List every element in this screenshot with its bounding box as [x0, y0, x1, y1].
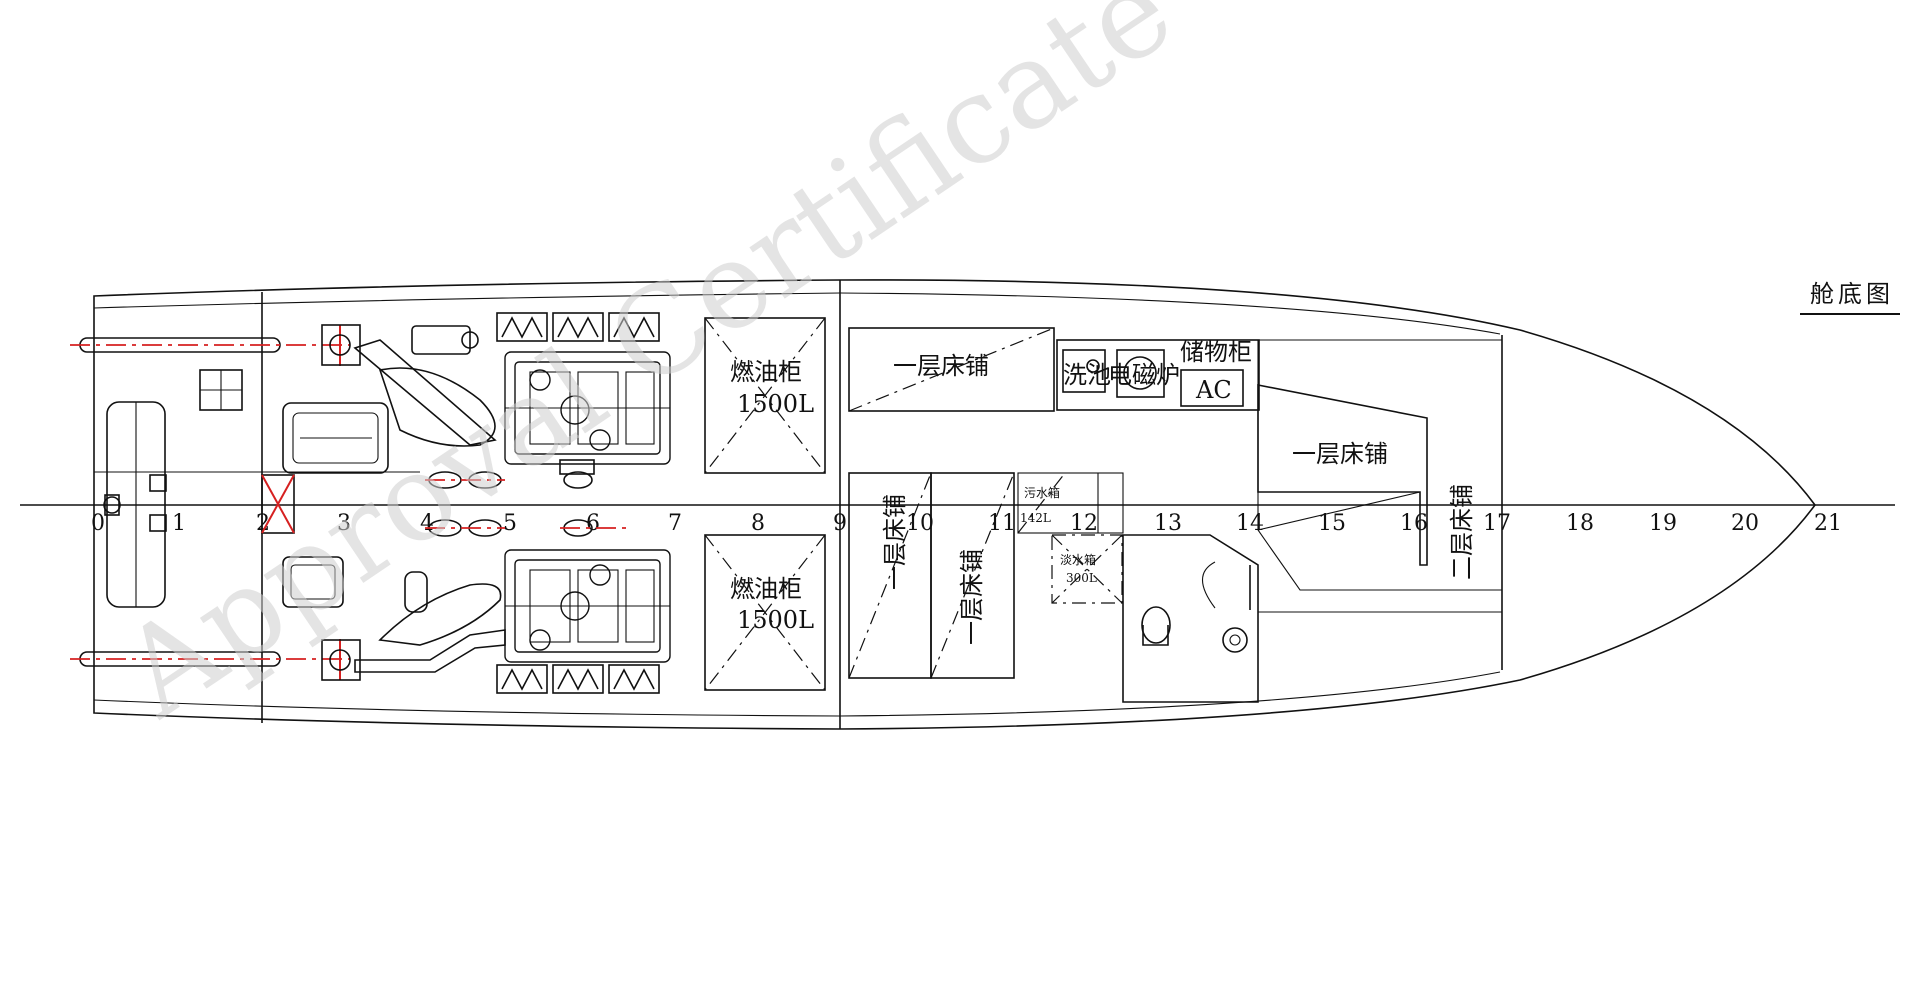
frame-16: 16 — [1400, 511, 1428, 536]
berth-vertical-2-label: 一层床铺 — [958, 549, 986, 645]
sewage-tank: 污水箱 142L — [1017, 472, 1124, 534]
freshwater-tank: 淡水箱 300L — [1051, 534, 1123, 604]
frame-0: 0 — [91, 511, 105, 536]
frame-5: 5 — [503, 511, 517, 536]
fuel-tank-lower: 燃油柜 1500L — [704, 534, 826, 691]
inner-deck-line — [93, 292, 1501, 717]
frame-7: 7 — [668, 511, 682, 536]
frame-3: 3 — [337, 511, 351, 536]
exhaust-muffler-upper — [378, 367, 496, 447]
fuel-tank-upper: 燃油柜 1500L — [704, 317, 826, 474]
berth-top: 一层床铺 — [848, 327, 1055, 412]
generator-upper — [282, 402, 389, 474]
berth-mid-right-label: 一层床铺 — [1292, 440, 1388, 468]
drawing-title: 舱底图 — [1810, 280, 1894, 308]
frame-2: 2 — [256, 511, 270, 536]
pump-unit-top — [411, 325, 479, 355]
exhaust-muffler-lower — [378, 583, 502, 646]
frame-1: 1 — [172, 511, 186, 536]
berth-top-label: 一层床铺 — [893, 352, 989, 380]
frame-8: 8 — [751, 511, 765, 536]
sewage-tank-capacity: 142L — [1020, 511, 1051, 525]
frame-12: 12 — [1070, 511, 1098, 536]
shaft-bearing-upper — [321, 324, 361, 366]
locker-label: 储物柜 — [1180, 338, 1252, 366]
frame-4: 4 — [420, 511, 434, 536]
frame-17: 17 — [1483, 511, 1511, 536]
frame-13: 13 — [1154, 511, 1182, 536]
sink-label: 洗池 — [1063, 361, 1111, 389]
head-compartment — [1122, 534, 1259, 703]
fuel-tank-upper-label: 燃油柜 — [730, 358, 802, 386]
frame-numbers: 0 1 2 3 4 5 6 7 8 9 10 11 12 13 14 15 16… — [91, 511, 1842, 536]
battery-unit — [199, 369, 243, 411]
generator-lower — [282, 556, 428, 613]
cooker-label: 电磁炉 — [1108, 361, 1180, 389]
fuel-tank-lower-capacity: 1500L — [737, 606, 814, 634]
berth-second-label: 二层床铺 — [1448, 484, 1476, 580]
propeller-shafts — [70, 325, 350, 680]
berth-vertical-1-label: 一层床铺 — [881, 494, 909, 590]
frame-9: 9 — [833, 511, 847, 536]
valves-row — [425, 459, 630, 537]
frame-18: 18 — [1566, 511, 1594, 536]
frame-19: 19 — [1649, 511, 1677, 536]
battery-bank-lower — [496, 664, 660, 694]
berth-vertical-2: 一层床铺 — [930, 472, 1015, 679]
crossed-out-unit — [261, 474, 295, 534]
freshwater-tank-label: 淡水箱 — [1060, 552, 1096, 567]
galley-block: 洗池 电磁炉 储物柜 AC — [1056, 338, 1260, 411]
main-engine-lower — [504, 549, 671, 663]
berth-mid-right: 一层床铺 — [1257, 339, 1502, 613]
frame-11: 11 — [988, 511, 1016, 536]
steering-gear — [103, 401, 167, 608]
battery-bank-upper — [496, 312, 660, 342]
fuel-tank-lower-label: 燃油柜 — [730, 575, 802, 603]
berth-vertical-1: 一层床铺 — [848, 472, 932, 679]
exhaust-pipe-lower — [354, 629, 506, 673]
sewage-tank-label: 污水箱 — [1024, 485, 1060, 500]
freshwater-tank-capacity: 300L — [1066, 571, 1097, 585]
exhaust-pipe-upper — [353, 339, 497, 446]
main-engine-upper — [504, 351, 671, 465]
frame-6: 6 — [586, 511, 600, 536]
berth-second: 二层床铺 — [1448, 484, 1476, 580]
frame-21: 21 — [1814, 511, 1842, 536]
frame-20: 20 — [1731, 511, 1759, 536]
ac-label: AC — [1195, 376, 1232, 404]
fuel-tank-upper-capacity: 1500L — [737, 390, 814, 418]
